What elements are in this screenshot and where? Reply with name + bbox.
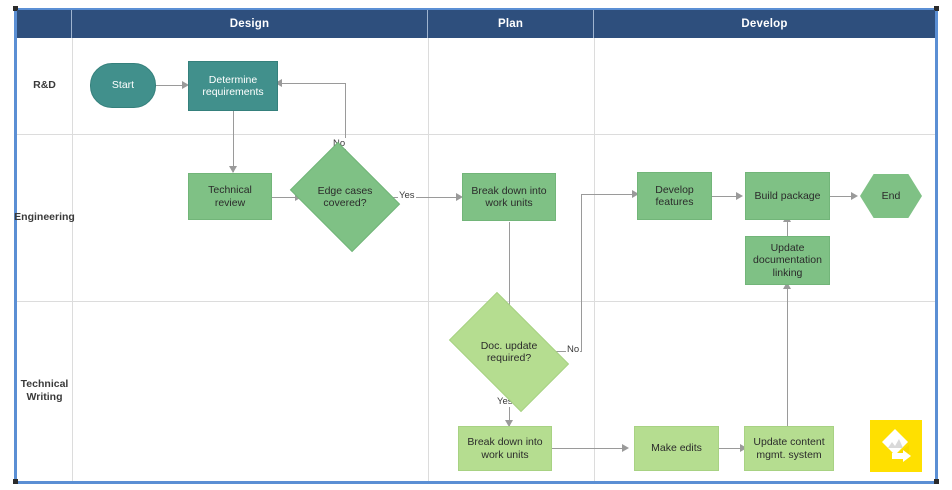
lane-divider-plan-develop	[594, 38, 595, 481]
connector-docupdate-no-to-develop	[581, 194, 636, 196]
node-update-documentation-linking[interactable]: Update documentation linking	[745, 236, 830, 285]
node-technical-review[interactable]: Technical review	[188, 173, 272, 220]
connector-start-to-determine	[155, 85, 185, 87]
lane-divider-rd-engineering	[17, 134, 935, 135]
node-break-down-work-units-engineering[interactable]: Break down into work units	[462, 173, 556, 221]
connector-label-yes-edge-cases: Yes	[398, 190, 416, 201]
node-edge-cases-covered[interactable]: Edge cases covered?	[289, 141, 401, 253]
node-doc-update-required-line1: Doc. update	[480, 339, 538, 352]
selection-frame-left	[14, 8, 17, 483]
node-update-content-mgmt-system-line1: Update content	[753, 436, 825, 449]
connector-developfeat-to-buildpkg	[712, 196, 740, 198]
connector-edgecases-yes	[392, 197, 460, 199]
lane-label-engineering: Engineering	[14, 134, 75, 301]
lane-label-technical-writing: Technical Writing	[17, 301, 72, 481]
node-break-down-work-units-techwriting-line2: work units	[481, 448, 529, 461]
node-update-documentation-linking-line3: linking	[772, 266, 803, 279]
node-determine-requirements-line1: Determine	[208, 73, 258, 86]
connector-label-yes-doc-update: Yes	[496, 396, 514, 407]
node-determine-requirements[interactable]: Determine requirements	[188, 61, 278, 111]
lane-label-engineering-text: Engineering	[14, 210, 75, 223]
node-end[interactable]: End	[860, 174, 922, 218]
phase-header-corner	[17, 10, 72, 38]
arrowhead-determine-to-techreview	[228, 166, 237, 173]
lane-divider-label-col	[72, 38, 73, 481]
connector-breakdown1-to-docupdate	[509, 222, 511, 320]
selection-frame-top	[14, 8, 938, 10]
arrowhead-edgecases-yes	[456, 192, 463, 201]
phase-header-plan-label: Plan	[497, 18, 524, 30]
node-develop-features-line1: Develop	[655, 183, 694, 196]
node-start[interactable]: Start	[90, 63, 156, 108]
selection-frame-bottom	[14, 481, 938, 484]
node-update-content-mgmt-system[interactable]: Update content mgmt. system	[744, 426, 834, 471]
node-update-documentation-linking-line2: documentation	[753, 254, 822, 267]
phase-header-develop[interactable]: Develop	[594, 10, 935, 38]
node-doc-update-required[interactable]: Doc. update required?	[448, 291, 570, 413]
arrowhead-buildpkg-to-end	[851, 191, 858, 200]
phase-header-plan[interactable]: Plan	[428, 10, 594, 38]
node-develop-features-line2: features	[655, 196, 694, 208]
connector-docupdate-no-vertical	[581, 194, 583, 352]
arrowhead-start-to-determine	[182, 80, 189, 89]
snagit-stamp-icon[interactable]	[870, 420, 922, 472]
connector-buildpkg-to-end	[830, 196, 855, 198]
node-break-down-work-units-engineering-line1: Break down into	[471, 184, 547, 197]
selection-handle-top-right[interactable]	[934, 6, 939, 11]
node-break-down-work-units-techwriting[interactable]: Break down into work units	[458, 426, 552, 471]
node-build-package[interactable]: Build package	[745, 172, 830, 220]
arrowhead-docupdate-no-to-develop	[632, 189, 639, 198]
selection-handle-bottom-right[interactable]	[934, 479, 939, 484]
node-doc-update-required-line2: required?	[486, 352, 532, 364]
node-break-down-work-units-engineering-line2: work units	[485, 197, 533, 209]
connector-updatecms-to-updatedoc	[787, 285, 789, 431]
phase-header-design[interactable]: Design	[72, 10, 428, 38]
lane-label-technical-writing-line1: Technical	[20, 377, 69, 390]
selection-handle-bottom-left[interactable]	[13, 479, 18, 484]
phase-header-develop-label: Develop	[741, 18, 788, 30]
node-edge-cases-covered-line2: covered?	[323, 197, 367, 209]
lane-label-technical-writing-line2: Writing	[26, 391, 63, 403]
node-make-edits-label: Make edits	[651, 442, 702, 455]
connector-label-no-doc-update: No	[566, 344, 581, 355]
node-update-documentation-linking-line1: Update	[770, 241, 805, 254]
node-make-edits[interactable]: Make edits	[634, 426, 719, 471]
node-doc-update-required-label: Doc. update required?	[458, 340, 560, 365]
arrowhead-developfeat-to-buildpkg	[736, 191, 743, 200]
node-break-down-work-units-techwriting-line1: Break down into	[467, 436, 543, 449]
connector-makeedits-to-updatecms	[719, 448, 744, 450]
arrowhead-updatecms-to-updatedoc	[782, 282, 791, 289]
node-edge-cases-covered-line1: Edge cases	[317, 184, 373, 197]
lane-label-rd-text: R&D	[33, 79, 56, 92]
phase-header-design-label: Design	[229, 18, 270, 30]
lane-divider-engineering-techwriting	[17, 301, 935, 302]
node-build-package-label: Build package	[754, 189, 821, 202]
arrowhead-docupdate-yes	[504, 420, 513, 427]
arrowhead-makeedits-to-updatecms	[740, 443, 747, 452]
node-edge-cases-covered-label: Edge cases covered?	[301, 185, 389, 210]
connector-edgecases-no-vertical	[345, 83, 347, 165]
node-technical-review-line2: review	[214, 196, 246, 209]
node-develop-features[interactable]: Develop features	[637, 172, 712, 220]
node-end-label: End	[881, 190, 901, 202]
node-determine-requirements-line2: requirements	[202, 86, 264, 98]
arrowhead-edgecases-no-to-determine	[275, 78, 282, 87]
connector-techreview-to-edgecases	[272, 197, 299, 199]
connector-updatedoc-to-buildpkg	[787, 218, 789, 236]
selection-handle-top-left[interactable]	[13, 6, 18, 11]
lane-label-rd: R&D	[17, 38, 72, 134]
arrowhead-breakdown2-to-makeedits	[622, 443, 629, 452]
connector-breakdown2-to-makeedits	[551, 448, 626, 450]
connector-edgecases-no-horizontal	[280, 83, 346, 85]
lane-divider-design-plan	[428, 38, 429, 481]
node-start-label: Start	[111, 79, 135, 92]
selection-frame-right	[935, 8, 938, 483]
node-update-content-mgmt-system-line2: mgmt. system	[756, 448, 822, 461]
node-technical-review-line1: Technical	[208, 184, 252, 197]
connector-determine-to-techreview	[233, 110, 235, 172]
